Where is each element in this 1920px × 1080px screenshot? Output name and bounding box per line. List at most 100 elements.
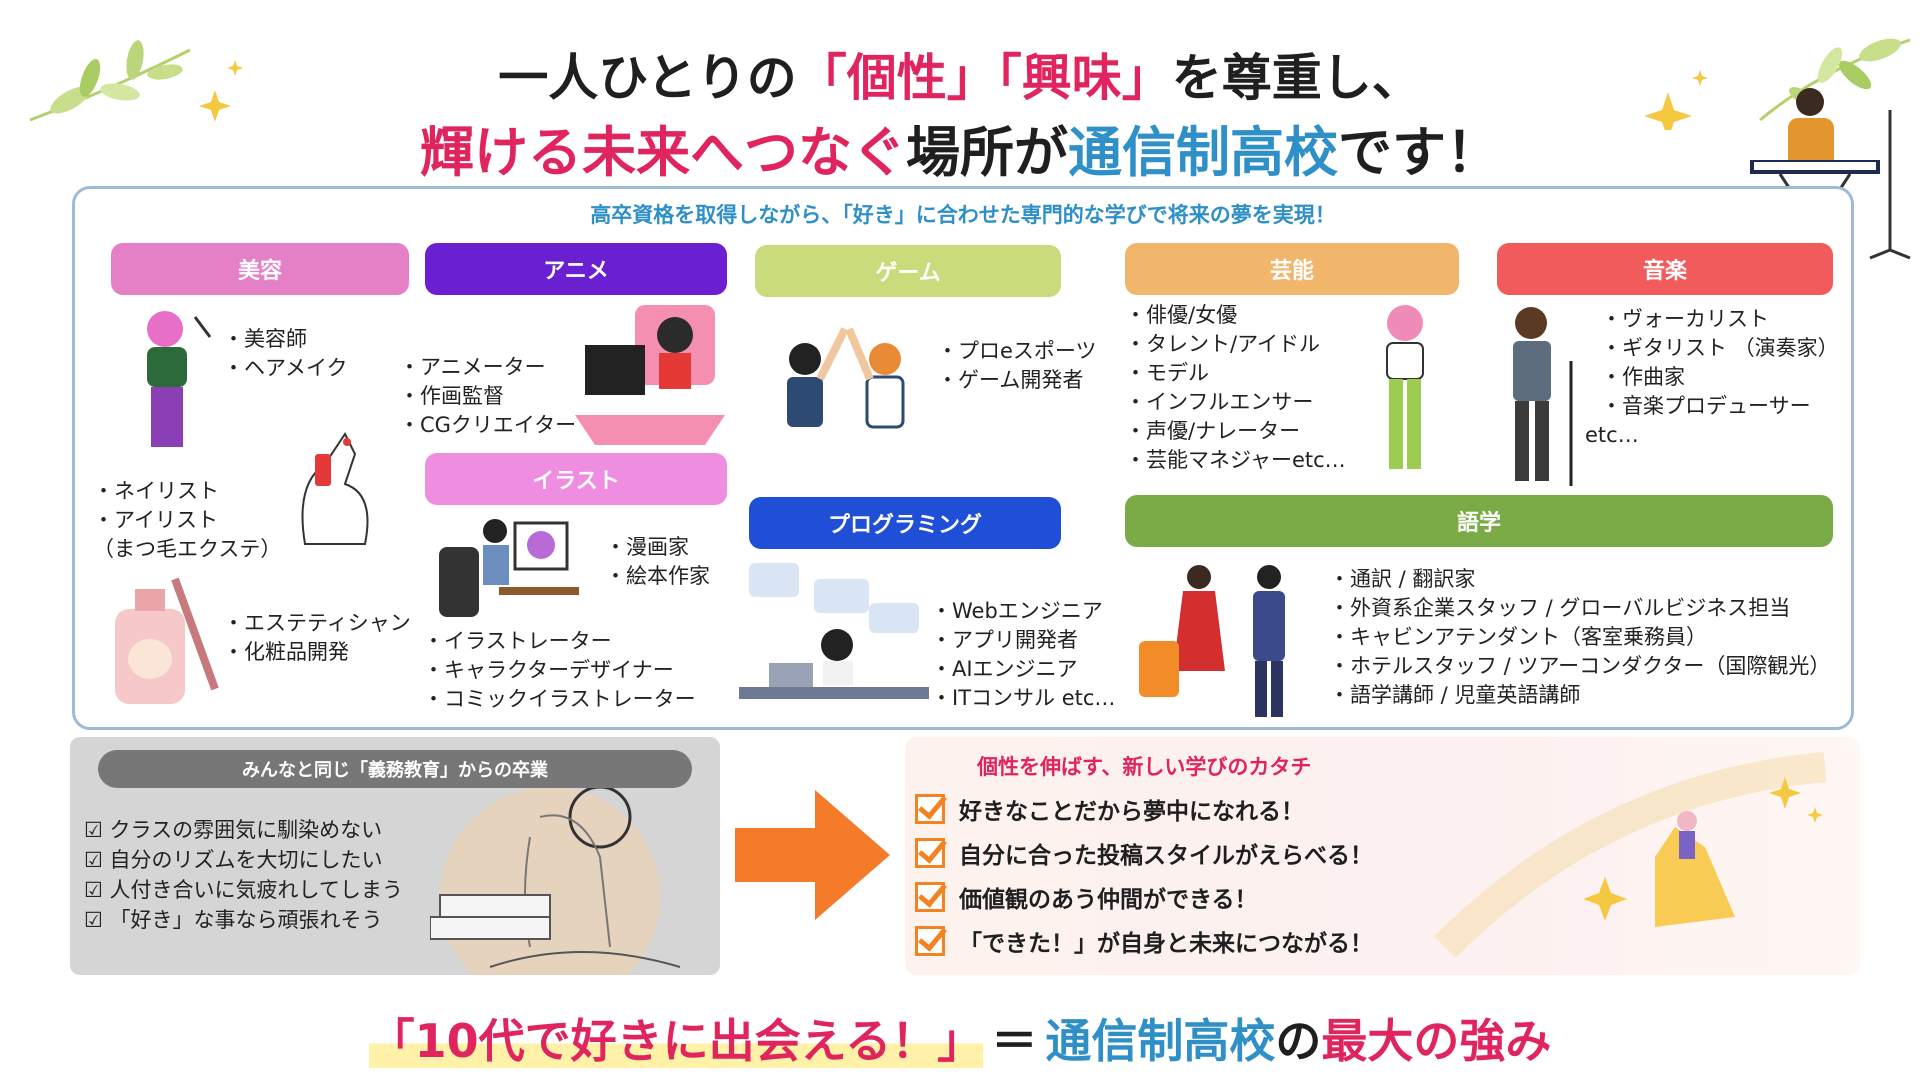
illust-list-1: ・漫画家 ・絵本作家 [605, 533, 710, 591]
performer-illustration-icon [1386, 305, 1424, 469]
list-item: ・アニメーター [399, 355, 546, 379]
category-programming: プログラミング [749, 497, 1061, 549]
list-item: ・エステティシャン [223, 611, 411, 635]
gogaku-list: ・通訳 / 翻訳家 ・外資系企業スタッフ / グローバルビジネス担当 ・キャビン… [1329, 565, 1830, 710]
list-item: ・ネイリスト [93, 479, 219, 503]
list-item: ・作画監督 [399, 384, 504, 408]
list-item: ・アイリスト [93, 508, 218, 532]
list-item: ・ギタリスト （演奏家） [1601, 336, 1839, 360]
list-item: ・ITコンサル etc… [931, 686, 1116, 710]
category-game: ゲーム [755, 245, 1061, 297]
list-item: （まつ毛エクステ） [93, 537, 282, 561]
dancer-sparkles-illustration-icon [1434, 752, 1827, 958]
list-item: ☑ 人付き合いに気疲れしてしまう [84, 878, 403, 902]
check-item-text: 好きなことだから夢中になれる！ [959, 799, 1304, 825]
checkbox-icon [915, 838, 945, 868]
game-list: ・プロeスポーツ ・ゲーム開発者 [937, 337, 1097, 395]
list-item: ・語学講師 / 児童英語講師 [1329, 683, 1581, 707]
nail-hand-illustration-icon [301, 432, 369, 545]
check-item: 「できた！」が自身と未来につながる！ [915, 921, 1373, 961]
footer-seg: 最大の強み [1321, 1014, 1552, 1068]
list-item: ・漫画家 [605, 535, 689, 559]
compulsory-education-box: みんなと同じ「義務教育」からの卒業 ☑ クラスの雰囲気に馴染めない ☑ 自分のリ… [70, 737, 720, 975]
check-item-text: 「できた！」が自身と未来につながる！ [959, 931, 1373, 957]
right-arrow-icon [735, 790, 890, 920]
list-item: ・イラストレーター [423, 629, 612, 653]
headline-line-2: 輝ける未来へつなぐ場所が通信制高校です！ [0, 108, 1920, 187]
hairdresser-illustration-icon [147, 311, 212, 447]
illust-list-2: ・イラストレーター ・キャラクターデザイナー ・コミックイラストレーター [423, 627, 696, 714]
headline-line-1: 一人ひとりの「個性」「興味」を尊重し、 [0, 38, 1920, 110]
list-item: ・キャビンアテンダント（客室乗務員） [1329, 625, 1707, 649]
headline-seg: 通信制高校 [1068, 121, 1338, 184]
list-item: ・化粧品開発 [223, 640, 349, 664]
list-item: ・ヴォーカリスト [1601, 307, 1769, 331]
checkbox-icon [915, 882, 945, 912]
leaf-decoration-left-icon [29, 40, 243, 122]
anime-list: ・アニメーター ・作画監督 ・CGクリエイター [399, 353, 576, 440]
footer-seg: の [1275, 1014, 1322, 1068]
list-item: ☑ 「好き」な事なら頑張れそう [84, 908, 383, 932]
beauty-list-3: ・エステティシャン ・化粧品開発 [223, 609, 411, 667]
check-item-text: 自分に合った投稿スタイルがえらべる！ [959, 843, 1373, 869]
panel-subtitle: 高卒資格を取得しながら、「好き」に合わせた専門的な学びで将来の夢を実現！ [590, 203, 1336, 227]
list-item: ・プロeスポーツ [937, 339, 1097, 363]
list-item: ・Webエンジニア [931, 599, 1103, 623]
list-item: ・声優/ナレーター [1125, 419, 1301, 443]
list-item: ・アプリ開発者 [931, 628, 1078, 652]
left-box-list: ☑ クラスの雰囲気に馴染めない ☑ 自分のリズムを大切にしたい ☑ 人付き合いに… [84, 815, 403, 935]
geino-list: ・俳優/女優 ・タレント/アイドル ・モデル ・インフルエンサー ・声優/ナレー… [1125, 301, 1346, 475]
list-item: ☑ クラスの雰囲気に馴染めない [84, 818, 383, 842]
gamers-high-five-illustration-icon [787, 327, 905, 429]
list-item: ・コミックイラストレーター [423, 687, 696, 711]
headline-seg: 場所が [906, 121, 1068, 184]
check-item-text: 価値観のあう仲間ができる！ [959, 887, 1258, 913]
flight-attendants-illustration-icon [1139, 565, 1285, 717]
list-item: ・美容師 [223, 327, 307, 351]
singer-illustration-icon [1513, 307, 1573, 486]
list-item: ・AIエンジニア [931, 657, 1078, 681]
list-item: ・音楽プロデューサー [1601, 394, 1811, 418]
check-item: 価値観のあう仲間ができる！ [915, 877, 1258, 917]
footer-seg: ＝ [991, 1014, 1038, 1068]
music-list: ・ヴォーカリスト ・ギタリスト （演奏家） ・作曲家 ・音楽プロデューサー et… [1585, 305, 1839, 450]
right-box-title: 個性を伸ばす、新しい学びのカタチ [977, 755, 1312, 779]
animator-desk-illustration-icon [575, 305, 725, 445]
category-illust: イラスト [425, 453, 727, 505]
list-item: ・絵本作家 [605, 564, 710, 588]
headline-seg: 輝ける未来へつなぐ [420, 121, 906, 184]
list-item: ・俳優/女優 [1125, 303, 1238, 327]
list-item: ・ゲーム開発者 [937, 368, 1084, 392]
left-box-title: みんなと同じ「義務教育」からの卒業 [98, 750, 692, 788]
list-item: ・CGクリエイター [399, 413, 577, 437]
beauty-list-2: ・ネイリスト ・アイリスト （まつ毛エクステ） [93, 477, 281, 564]
programmer-desk-illustration-icon [739, 563, 929, 699]
category-gogaku: 語学 [1125, 495, 1833, 547]
career-fields-panel: 高卒資格を取得しながら、「好き」に合わせた専門的な学びで将来の夢を実現！ 美容 … [72, 186, 1854, 730]
list-item: ・作曲家 [1601, 365, 1685, 389]
category-anime: アニメ [425, 243, 727, 295]
list-item: ・外資系企業スタッフ / グローバルビジネス担当 [1329, 596, 1791, 620]
beauty-list-1: ・美容師 ・ヘアメイク [223, 325, 348, 383]
category-beauty: 美容 [111, 243, 409, 295]
new-learning-box: 個性を伸ばす、新しい学びのカタチ 好きなことだから夢中になれる！ 自分に合った投… [905, 737, 1860, 975]
headline-seg: を尊重し、 [1171, 49, 1422, 107]
footer-seg: 「10代で好きに出会える！」 [368, 1014, 984, 1068]
programming-list: ・Webエンジニア ・アプリ開発者 ・AIエンジニア ・ITコンサル etc… [931, 597, 1115, 713]
footer-tagline: 「10代で好きに出会える！」＝通信制高校の最大の強み [0, 1005, 1920, 1071]
list-item: ・通訳 / 翻訳家 [1329, 567, 1476, 591]
cosmetics-bottle-illustration-icon [115, 577, 219, 704]
list-item: ・キャラクターデザイナー [423, 658, 674, 682]
list-item: etc… [1585, 423, 1639, 447]
headline-seg: 「個性」「興味」 [796, 49, 1172, 107]
list-item: ☑ 自分のリズムを大切にしたい [84, 848, 383, 872]
list-item: ・タレント/アイドル [1125, 332, 1321, 356]
footer-seg: 通信制高校 [1045, 1014, 1276, 1068]
headline-seg: 一人ひとりの [498, 49, 797, 107]
category-geino: 芸能 [1125, 243, 1459, 295]
checkbox-icon [915, 794, 945, 824]
list-item: ・芸能マネジャーetc… [1125, 448, 1346, 472]
checkbox-icon [915, 926, 945, 956]
illustrator-desk-illustration-icon [439, 519, 579, 617]
check-item: 自分に合った投稿スタイルがえらべる！ [915, 833, 1373, 873]
